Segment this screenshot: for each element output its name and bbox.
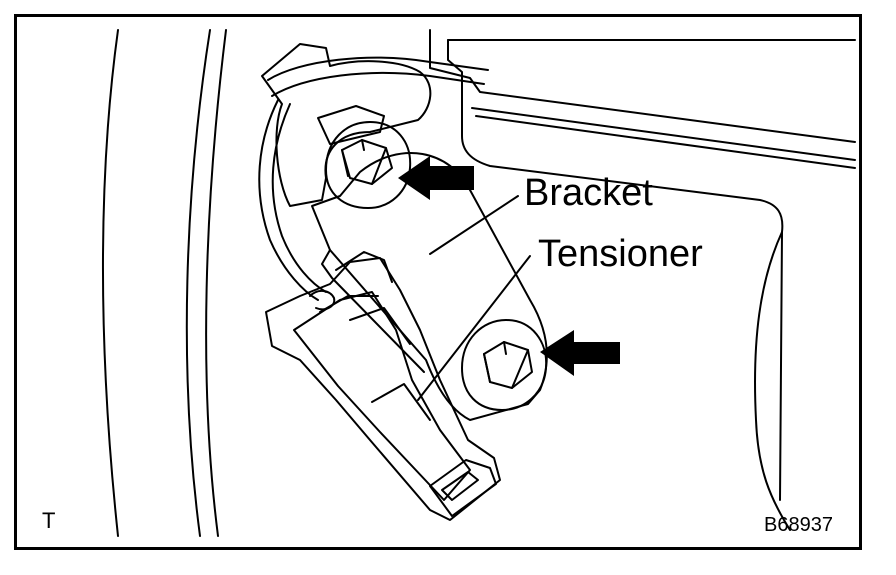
lower-bolt-arrow bbox=[540, 330, 620, 376]
lower-bolt-face bbox=[483, 341, 529, 389]
tensioner-end-slot bbox=[441, 471, 479, 501]
lower-bolt-head bbox=[483, 341, 533, 389]
belt-webbing-upper-2 bbox=[271, 71, 485, 97]
bracket-label: Bracket bbox=[524, 172, 653, 214]
upper-trim-line-3 bbox=[475, 115, 856, 169]
upper-bolt-washer bbox=[325, 121, 412, 209]
belt-guide-outer bbox=[261, 43, 432, 207]
upper-bolt-arrow bbox=[398, 156, 474, 200]
upper-bolt-face bbox=[341, 139, 387, 185]
figure-frame bbox=[14, 14, 862, 550]
lower-bolt-washer bbox=[461, 319, 548, 411]
figure-id-label: B68937 bbox=[764, 514, 833, 536]
tensioner-body-outer bbox=[265, 257, 501, 521]
belt-webbing-upper bbox=[267, 56, 489, 81]
body-panel-curve-outer bbox=[101, 29, 119, 537]
tensioner-cable-2 bbox=[271, 103, 327, 293]
bracket-leader-line bbox=[429, 195, 519, 255]
tensioner-leader-line bbox=[417, 255, 531, 401]
tensioner-cable bbox=[258, 99, 319, 301]
upper-trim-line-2 bbox=[471, 107, 856, 161]
tensioner-label: Tensioner bbox=[538, 233, 703, 275]
corner-code-label: T bbox=[42, 508, 56, 533]
upper-trim-edge bbox=[429, 29, 856, 143]
tensioner-ridge-3 bbox=[371, 383, 431, 421]
tensioner-ridge-2 bbox=[349, 307, 411, 345]
trim-rear-panel bbox=[447, 39, 784, 501]
upper-bolt-head bbox=[341, 139, 393, 185]
body-panel-curve-inner bbox=[185, 29, 211, 537]
tensioner-end-cap bbox=[429, 459, 497, 517]
tensioner-body-inner bbox=[293, 291, 471, 501]
bracket-plate bbox=[311, 152, 548, 421]
tensioner-mount-cable-clip bbox=[309, 290, 336, 311]
trim-rear-curve bbox=[754, 231, 791, 531]
tensioner-mount-tab bbox=[335, 251, 393, 283]
body-panel-curve-inner2 bbox=[205, 29, 227, 537]
bracket-plate-edge bbox=[321, 249, 425, 373]
